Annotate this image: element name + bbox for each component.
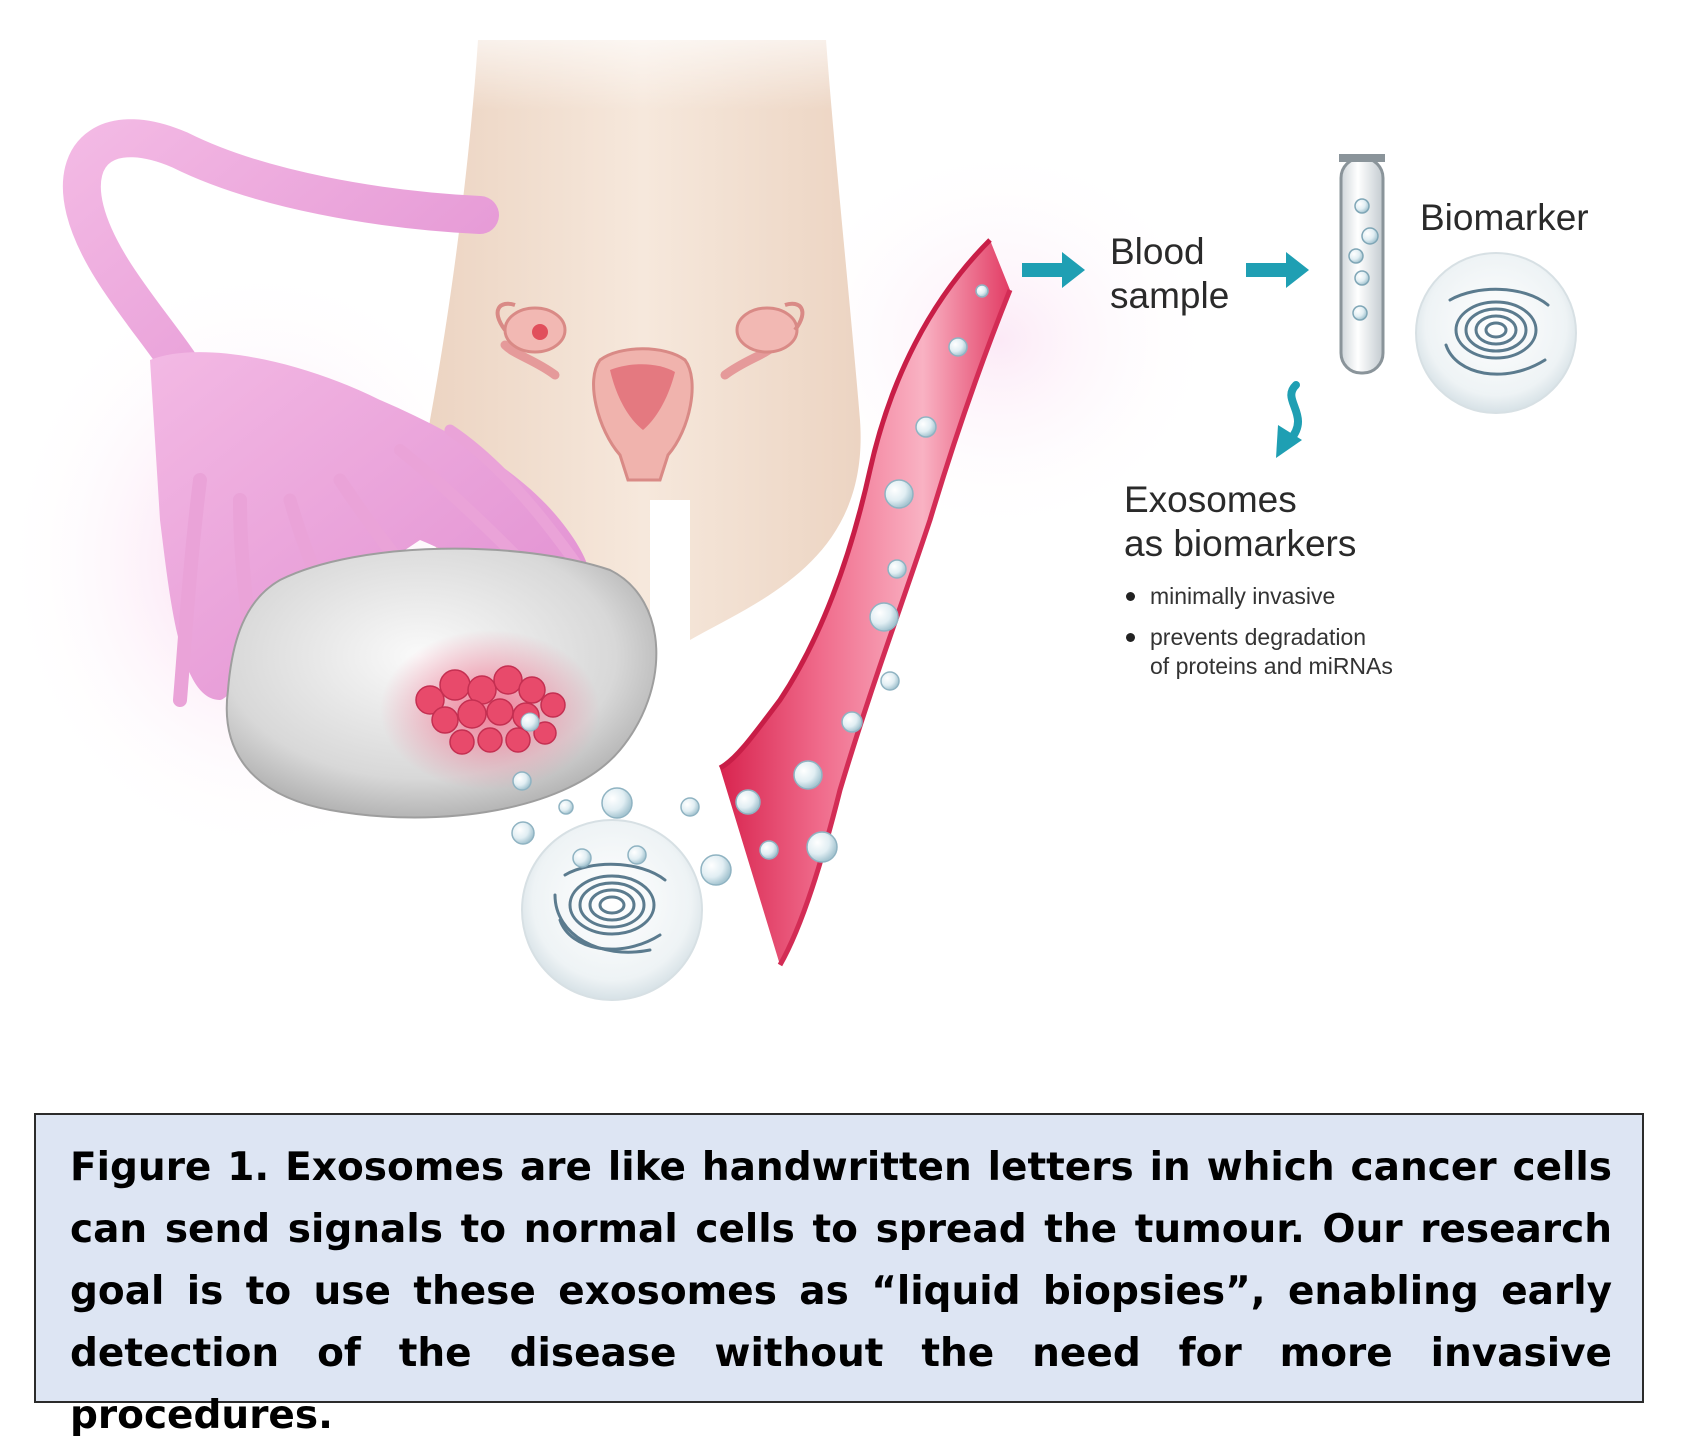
blood-vessel-icon bbox=[718, 238, 1013, 967]
bullet-line: of proteins and miRNAs bbox=[1150, 653, 1393, 679]
figure-caption: Figure 1. Exosomes are like handwritten … bbox=[70, 1145, 1612, 1438]
blood-sample-label: Blood sample bbox=[1110, 230, 1229, 318]
ovary-icon bbox=[225, 547, 658, 819]
arrow-icon bbox=[1022, 252, 1309, 458]
torso-icon bbox=[426, 0, 880, 660]
biomarker-label: Biomarker bbox=[1420, 197, 1589, 238]
exosomes-title: Exosomes as biomarkers bbox=[1124, 478, 1356, 566]
test-tube-icon bbox=[1339, 154, 1385, 375]
bullet-line: minimally invasive bbox=[1150, 583, 1336, 609]
bullet-item: prevents degradation of proteins and miR… bbox=[1124, 623, 1393, 681]
uterus-icon bbox=[495, 301, 805, 482]
figure-caption-box: Figure 1. Exosomes are like handwritten … bbox=[34, 1113, 1644, 1438]
exosomes-title-line1: Exosomes bbox=[1124, 479, 1297, 520]
biomarker-fingerprint-icon bbox=[1415, 252, 1577, 414]
fingerprint-icon bbox=[521, 819, 703, 1001]
bullet-item: minimally invasive bbox=[1124, 582, 1393, 611]
bullet-line: prevents degradation bbox=[1150, 624, 1367, 650]
exosome-illustration bbox=[0, 0, 1577, 1001]
exosome-bullets: minimally invasive prevents degradation … bbox=[1124, 582, 1393, 693]
blood-sample-line2: sample bbox=[1110, 275, 1230, 316]
exosomes-title-line2: as biomarkers bbox=[1124, 523, 1357, 564]
blood-sample-line1: Blood bbox=[1110, 231, 1205, 272]
